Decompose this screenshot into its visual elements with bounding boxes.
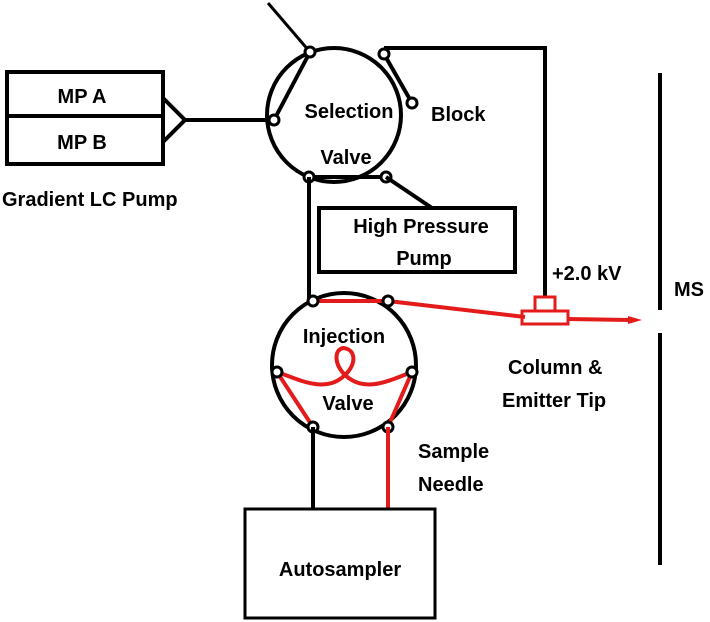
injection-channel-left xyxy=(275,370,315,429)
injection-valve-body xyxy=(270,291,418,439)
high-voltage: +2.0 kV xyxy=(384,46,622,297)
column-emitter: Column & Emitter Tip xyxy=(502,295,642,412)
sample-needle-label-2: Needle xyxy=(418,474,484,496)
injection-valve-label-1: Injection xyxy=(303,326,385,348)
injection-port xyxy=(270,365,284,379)
selection-to-hp-pump-line xyxy=(384,175,434,210)
injection-valve-label-2: Valve xyxy=(322,393,373,415)
emitter-tip-point xyxy=(628,316,642,324)
selection-valve-body xyxy=(265,46,403,184)
autosampler-label: Autosampler xyxy=(279,559,401,581)
mp-b-label: MP B xyxy=(57,132,107,154)
injection-to-column-line xyxy=(387,299,526,319)
voltage-label: +2.0 kV xyxy=(552,263,622,285)
injection-port xyxy=(405,365,419,379)
selection-port xyxy=(303,45,317,59)
sample-needle-label-1: Sample xyxy=(418,441,489,463)
selection-port xyxy=(377,47,391,61)
gradient-pump: MP A MP B Gradient LC Pump xyxy=(2,70,272,211)
column-label-1: Column & xyxy=(508,357,602,379)
column-label-2: Emitter Tip xyxy=(502,390,606,412)
ms-label: MS xyxy=(674,279,704,301)
column-union-top xyxy=(533,295,557,313)
high-pressure-pump-box xyxy=(317,206,517,274)
selection-valve: Selection Valve Block xyxy=(265,2,486,184)
injection-port xyxy=(306,294,320,308)
column-union xyxy=(520,309,570,326)
injection-valve: Injection Valve xyxy=(270,291,526,439)
high-pressure-pump-label-1: High Pressure xyxy=(353,216,489,238)
selection-port xyxy=(267,113,281,127)
autosampler-box xyxy=(243,507,437,620)
selection-inlet-line xyxy=(266,2,312,53)
selection-channel-right xyxy=(382,53,414,104)
injection-port xyxy=(381,294,395,308)
high-pressure-pump-label-2: Pump xyxy=(396,248,452,270)
mp-a-label: MP A xyxy=(58,86,107,108)
selection-valve-label-2: Valve xyxy=(320,147,371,169)
autosampler: Autosampler Sample Needle xyxy=(243,427,489,620)
injection-channel-right xyxy=(386,371,414,428)
mass-spectrometer: MS xyxy=(658,73,704,565)
block-label: Block xyxy=(431,104,486,126)
sample-loop xyxy=(276,345,413,387)
pump-mixer xyxy=(161,96,188,144)
selection-valve-label-1: Selection xyxy=(305,101,394,123)
emitter-tip xyxy=(567,317,631,322)
gradient-pump-label: Gradient LC Pump xyxy=(2,189,178,211)
high-pressure-pump: High Pressure Pump xyxy=(317,175,517,274)
selection-channel-left xyxy=(272,51,312,121)
hv-line xyxy=(384,46,547,297)
selection-port xyxy=(405,96,419,110)
